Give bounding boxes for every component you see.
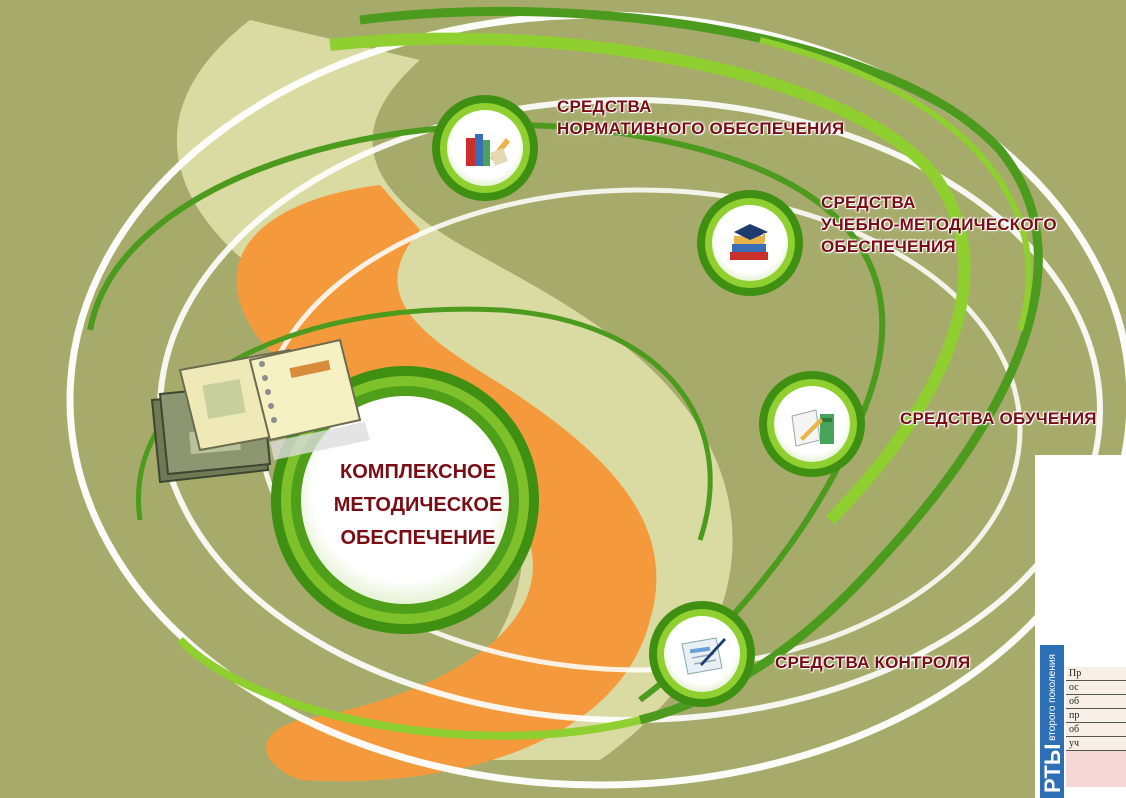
node-label-normative: СРЕДСТВА НОРМАТИВНОГО ОБЕСПЕЧЕНИЯ xyxy=(557,96,844,140)
node-label-line: ОБЕСПЕЧЕНИЯ xyxy=(821,237,956,256)
node-label-line: УЧЕБНО-МЕТОДИЧЕСКОГО xyxy=(821,215,1057,234)
notebook-pencil-icon xyxy=(791,409,834,447)
green-swirl-2 xyxy=(329,32,971,525)
node-label-control: СРЕДСТВА КОНТРОЛЯ xyxy=(775,652,970,674)
graduation-books-icon xyxy=(730,224,768,260)
green-swirl-6 xyxy=(759,37,1032,331)
green-swirl-1 xyxy=(359,6,1043,725)
node-label-methodical: СРЕДСТВА УЧЕБНО-МЕТОДИЧЕСКОГО ОБЕСПЕЧЕНИ… xyxy=(821,192,1057,258)
green-swirl-5 xyxy=(177,637,641,740)
node-label-line: СРЕДСТВА ОБУЧЕНИЯ xyxy=(900,409,1097,428)
green-swirl-3 xyxy=(87,122,886,703)
overlay-strip-small: второго xyxy=(1047,705,1058,741)
center-label-line: МЕТОДИЧЕСКОЕ xyxy=(333,494,503,516)
books-icon xyxy=(466,134,510,166)
overlay-strip-big: РТЫ xyxy=(1040,743,1065,793)
overlay-table-row: об xyxy=(1066,695,1126,709)
center-label-line: КОМПЛЕКСНОЕ xyxy=(340,461,496,483)
overlay-table-row: Пр xyxy=(1066,667,1126,681)
node-label-teaching: СРЕДСТВА ОБУЧЕНИЯ xyxy=(900,408,1097,430)
overlay-table-row: уч xyxy=(1066,737,1126,751)
overlay-table: Пр ос об пр об уч xyxy=(1066,667,1126,787)
tablet-pen-icon xyxy=(681,637,726,675)
overlay-strip-text: РТЫ второго поколения xyxy=(1040,653,1065,793)
overlay-blue-strip: РТЫ второго поколения xyxy=(1040,645,1065,798)
node-label-line: СРЕДСТВА КОНТРОЛЯ xyxy=(775,653,971,672)
overlay-strip-small: поколения xyxy=(1047,654,1058,703)
node-label-line: СРЕДСТВА xyxy=(821,193,916,212)
node-label-line: НОРМАТИВНОГО ОБЕСПЕЧЕНИЯ xyxy=(557,119,845,138)
open-binders-icon xyxy=(150,338,370,484)
center-label: КОМПЛЕКСНОЕ МЕТОДИЧЕСКОЕ ОБЕСПЕЧЕНИЕ xyxy=(312,456,524,555)
orange-band xyxy=(236,185,657,782)
node-label-line: СРЕДСТВА xyxy=(557,97,652,116)
center-label-line: ОБЕСПЕЧЕНИЕ xyxy=(340,527,496,549)
overlay-table-row: об xyxy=(1066,723,1126,737)
overlay-table-row: ос xyxy=(1066,681,1126,695)
overlay-table-row: пр xyxy=(1066,709,1126,723)
